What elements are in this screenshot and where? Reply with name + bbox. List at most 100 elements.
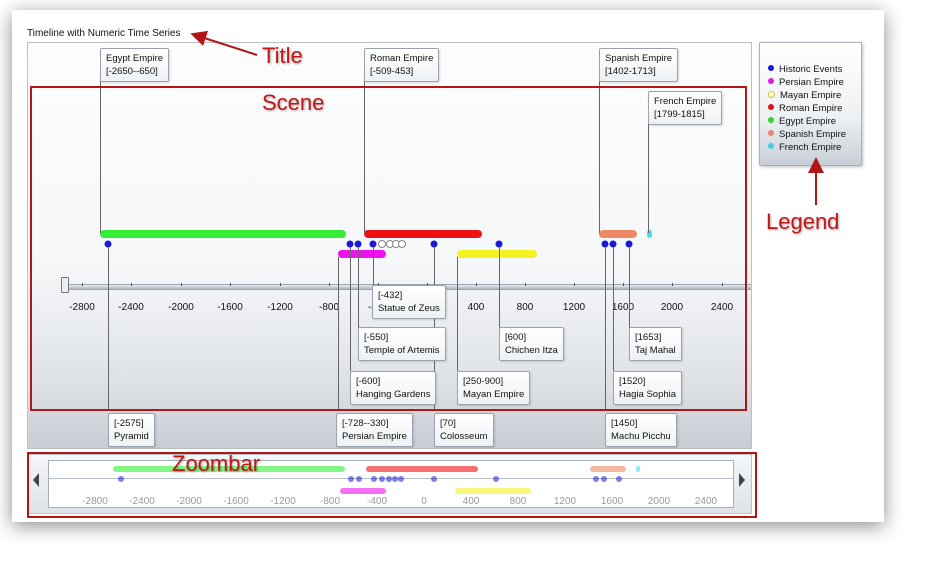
zoombar-event-dot	[379, 476, 385, 482]
scene-highlight-box	[30, 86, 747, 411]
axis-tick	[672, 283, 673, 286]
event-dot[interactable]	[104, 240, 112, 248]
callout-statue-of-zeus[interactable]: [-432] Statue of Zeus	[372, 285, 446, 319]
legend-item[interactable]: Spanish Empire	[768, 129, 846, 140]
french-empire-bar[interactable]	[647, 230, 652, 238]
title-arrow-icon	[190, 30, 258, 56]
axis-tick-label: 2400	[710, 302, 734, 313]
callout-range: [-509-453]	[370, 66, 414, 77]
zoombar-event-dot	[431, 476, 437, 482]
legend-label: Mayan Empire	[780, 90, 842, 101]
annotation-zoombar: Zoombar	[172, 451, 261, 476]
callout-colosseum[interactable]: [70] Colosseum	[434, 413, 494, 447]
event-dot[interactable]	[625, 240, 633, 248]
callout-name: Statue of Zeus	[378, 303, 440, 314]
legend-label: Spanish Empire	[779, 129, 847, 140]
connector-line	[599, 81, 600, 233]
callout-name: Temple of Artemis	[364, 345, 440, 356]
callout-name: Pyramid	[114, 431, 149, 442]
axis-tick	[181, 283, 182, 286]
callout-temple-of-artemis[interactable]: [-550] Temple of Artemis	[358, 327, 446, 361]
legend: Historic Events Persian Empire Mayan Emp…	[759, 42, 862, 166]
axis-tick-label: 1200	[562, 302, 586, 313]
zoombar-tick-label: 1200	[553, 496, 577, 507]
event-dot[interactable]	[369, 240, 377, 248]
callout-name: Hagia Sophia	[619, 389, 677, 400]
event-dot[interactable]	[378, 240, 386, 248]
event-dot[interactable]	[346, 240, 354, 248]
axis-tick-label: -1200	[267, 302, 293, 313]
legend-item[interactable]: Historic Events	[768, 64, 842, 75]
zoombar-event-dot	[371, 476, 377, 482]
axis-scroll-thumb[interactable]	[61, 277, 69, 293]
axis-tick-label: -800	[318, 302, 340, 313]
zoombar-egypt-bar	[113, 466, 345, 472]
mayan-empire-bar[interactable]	[457, 250, 537, 258]
callout-hagia-sophia[interactable]: [1520] Hagia Sophia	[613, 371, 683, 405]
callout-hanging-gardens[interactable]: [-600] Hanging Gardens	[350, 371, 437, 405]
zoombar-tick-label: -2800	[82, 496, 108, 507]
legend-swatch	[768, 130, 774, 137]
legend-swatch	[768, 143, 774, 150]
axis-tick	[378, 283, 379, 286]
callout-name: Colosseum	[440, 431, 488, 442]
zoombar-tick-label: 2000	[647, 496, 671, 507]
zoombar-right-arrow-icon[interactable]	[739, 473, 745, 487]
callout-mayan-empire[interactable]: [250-900] Mayan Empire	[457, 371, 531, 405]
legend-swatch	[768, 65, 774, 72]
roman-empire-bar[interactable]	[364, 230, 482, 238]
event-dot[interactable]	[601, 240, 609, 248]
connector-line	[350, 247, 351, 371]
zoombar-event-dot	[348, 476, 354, 482]
legend-item[interactable]: Persian Empire	[768, 77, 844, 88]
persian-empire-bar[interactable]	[338, 250, 386, 258]
legend-swatch	[768, 117, 774, 124]
event-dot[interactable]	[430, 240, 438, 248]
axis-tick-label: -2000	[168, 302, 194, 313]
callout-roman-empire[interactable]: Roman Empire [-509-453]	[364, 48, 440, 82]
event-dot[interactable]	[398, 240, 406, 248]
zoombar-mayan-bar	[455, 488, 531, 494]
event-dot[interactable]	[354, 240, 362, 248]
legend-item[interactable]: Roman Empire	[768, 103, 842, 114]
zoombar-event-dot	[392, 476, 398, 482]
callout-name: Taj Mahal	[635, 345, 676, 356]
callout-name: Persian Empire	[342, 431, 407, 442]
axis-tick-label: 1600	[611, 302, 635, 313]
egypt-empire-bar[interactable]	[100, 230, 346, 238]
legend-item[interactable]: French Empire	[768, 142, 841, 153]
zoombar-left-arrow-icon[interactable]	[33, 473, 39, 487]
callout-spanish-empire[interactable]: Spanish Empire [1402-1713]	[599, 48, 679, 82]
axis-tick	[329, 283, 330, 286]
callout-egypt-empire[interactable]: Egypt Empire [-2650--650]	[100, 48, 170, 82]
callout-range: [-550]	[364, 332, 389, 343]
legend-label: Egypt Empire	[779, 116, 837, 127]
callout-pyramid[interactable]: [-2575] Pyramid	[108, 413, 155, 447]
legend-item[interactable]: Egypt Empire	[768, 116, 836, 127]
callout-range: [-728--330]	[342, 418, 389, 429]
zoombar-track[interactable]	[48, 460, 734, 508]
timeline-scene[interactable]: -2800-2400-2000-1600-1200-800-4000400800…	[27, 42, 752, 449]
callout-chichen-itza[interactable]: [600] Chichen Itza	[499, 327, 564, 361]
axis-tick	[476, 283, 477, 286]
callout-taj-mahal[interactable]: [1653] Taj Mahal	[629, 327, 682, 361]
connector-line	[629, 247, 630, 331]
zoombar-tick-label: -2400	[129, 496, 155, 507]
callout-machu-picchu[interactable]: [1450] Machu Picchu	[605, 413, 677, 447]
axis-tick	[82, 283, 83, 286]
spanish-empire-bar[interactable]	[599, 230, 637, 238]
zoombar-tick-label: -2000	[176, 496, 202, 507]
legend-item[interactable]: Mayan Empire	[768, 90, 841, 101]
callout-french-empire[interactable]: French Empire [1799-1815]	[648, 91, 723, 125]
annotation-legend: Legend	[766, 209, 840, 234]
zoombar-tick-label: 800	[509, 496, 527, 507]
zoombar[interactable]	[27, 454, 752, 514]
legend-label: Persian Empire	[779, 77, 844, 88]
zoombar-event-dot	[493, 476, 499, 482]
event-dot[interactable]	[495, 240, 503, 248]
callout-persian-empire[interactable]: [-728--330] Persian Empire	[336, 413, 413, 447]
event-dot[interactable]	[609, 240, 617, 248]
axis-tick	[427, 283, 428, 286]
connector-line	[499, 247, 500, 331]
axis-tick	[623, 283, 624, 286]
